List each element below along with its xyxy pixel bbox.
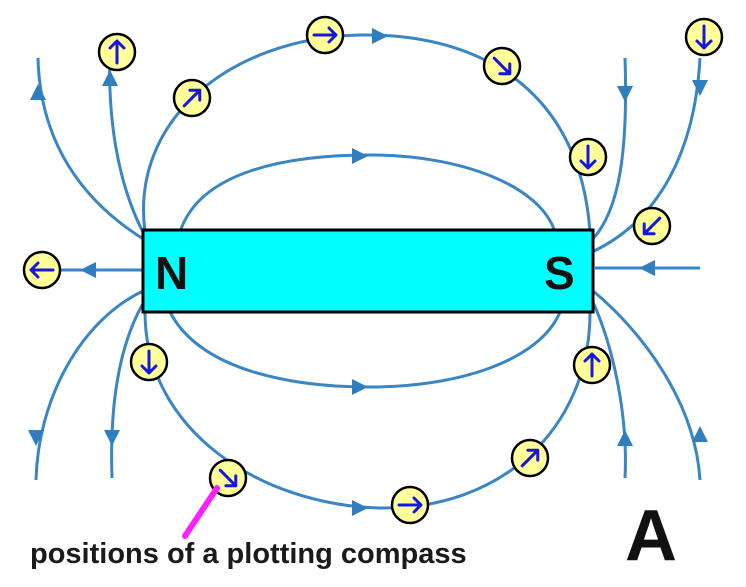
compass-arrow-icon: [182, 88, 202, 108]
arrow-top-inner: [352, 148, 368, 164]
compass-arrow-icon: [108, 39, 126, 65]
field-line-inner-bottom: [168, 311, 562, 389]
compass-arrow-icon: [583, 352, 601, 378]
compass-upper-right: [482, 46, 522, 86]
compass-arrow-icon: [520, 448, 540, 468]
arrow-left-up-1: [30, 84, 46, 100]
compass-pointer-line: [182, 485, 220, 539]
field-line-left-up-1: [36, 57, 146, 242]
field-line-right-down-2: [591, 57, 702, 254]
north-pole-label: N: [155, 247, 188, 299]
magnet-body: [141, 228, 595, 314]
field-line-left-down-1: [34, 288, 146, 481]
compass-arrow-icon: [312, 26, 338, 44]
arrow-right-up-1: [692, 426, 708, 442]
arrow-right-mid: [639, 260, 655, 276]
compass-group: [22, 15, 724, 525]
compass-arrow-icon: [218, 468, 238, 488]
arrow-bottom-outer: [352, 500, 368, 516]
compass-lower-left: [129, 342, 169, 382]
field-line-outer-bottom: [143, 311, 592, 510]
compass-arrow-icon: [642, 216, 662, 236]
arrow-right-down-2: [692, 80, 708, 96]
compass-top-right-far: [684, 17, 724, 57]
compass-right-lower: [572, 345, 612, 385]
arrow-right-down-1: [617, 86, 633, 102]
south-pole-label: S: [544, 247, 575, 299]
compass-arrow-icon: [29, 261, 55, 279]
field-line-outer-top: [142, 33, 592, 233]
field-line-right-up-2: [590, 299, 627, 479]
compass-lower-right: [510, 438, 550, 478]
arrow-left-down-1: [28, 430, 44, 446]
compass-upper-left: [172, 78, 212, 118]
arrow-top-outer: [372, 28, 388, 44]
compass-left-of-n: [22, 250, 62, 290]
compass-arrow-icon: [140, 349, 158, 375]
compass-right-near-s: [632, 206, 672, 246]
arrow-bottom-inner: [352, 379, 368, 395]
arrow-left-mid: [80, 262, 96, 278]
compass-caption: positions of a plotting compass: [30, 538, 467, 570]
compass-right-upper: [568, 137, 608, 177]
compass-arrow-icon: [397, 496, 423, 514]
field-lines: [34, 33, 702, 510]
arrow-left-down-2: [104, 430, 120, 446]
compass-arrow-icon: [695, 24, 713, 50]
field-line-inner-top: [178, 153, 557, 233]
compass-bottom-center: [390, 485, 430, 525]
field-arrows: [28, 28, 708, 516]
compass-arrow-icon: [579, 144, 597, 170]
compass-arrow-icon: [492, 56, 512, 76]
figure-label: A: [625, 496, 677, 576]
field-line-left-down-2: [110, 299, 147, 479]
compass-top-left-far: [97, 32, 137, 72]
arrow-right-up-2: [617, 430, 633, 446]
bar-magnet: N S: [141, 228, 595, 314]
field-line-right-up-1: [591, 288, 702, 481]
compass-top-center: [305, 15, 345, 55]
arrow-left-up-2: [102, 70, 118, 86]
